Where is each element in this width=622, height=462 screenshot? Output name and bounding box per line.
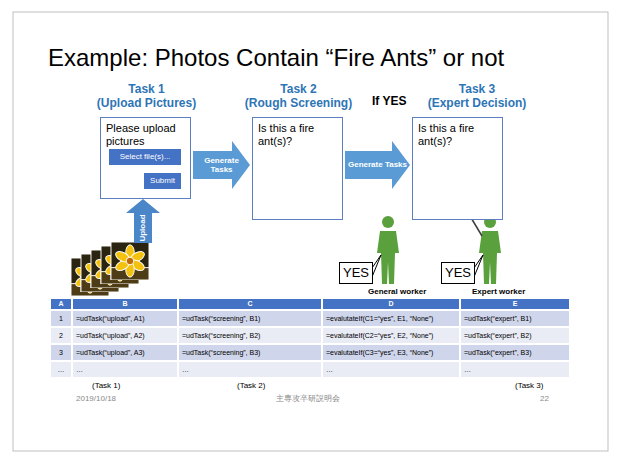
question-text: Is this a fire ant(s)? <box>413 118 502 148</box>
upload-label: Upload <box>138 214 148 241</box>
yes-callout: YES <box>441 262 475 284</box>
column-note: (Task 2) <box>237 381 265 390</box>
role-label: Expert worker <box>472 287 525 296</box>
table-cell: 1 <box>50 310 72 327</box>
arrow-outline <box>126 199 160 243</box>
table-header-cell: C <box>178 298 322 310</box>
button-label: Select file(s)... <box>109 149 181 165</box>
table-cell: … <box>178 361 322 378</box>
task-box: Task 3(Expert Decision)Is this a fire an… <box>412 117 503 220</box>
table-header-cell: A <box>50 298 72 310</box>
column-note: (Task 3) <box>515 381 543 390</box>
prompt-text: Please upload pictures <box>101 118 190 148</box>
footer-date: 2019/10/18 <box>76 394 116 403</box>
submit-button: Submit <box>144 173 181 189</box>
task-heading: Task 1 <box>81 82 212 96</box>
task-heading: (Rough Screening) <box>241 96 356 110</box>
table-header-cell: D <box>322 298 460 310</box>
table-cell: =udTask(“expert”, B3) <box>460 344 570 361</box>
task-heading: Task 2 <box>241 82 356 96</box>
task-box: Task 1(Upload Pictures)Please upload pic… <box>100 117 191 199</box>
question-text: Is this a fire ant(s)? <box>253 118 342 148</box>
table-cell: =udTask(“upload”, A1) <box>72 310 178 327</box>
arrow-label: Generate Tasks <box>348 160 407 169</box>
table-cell: … <box>322 361 460 378</box>
column-note: (Task 1) <box>92 381 120 390</box>
photo-stack <box>71 242 149 296</box>
table-cell: =udTask(“screening”, B1) <box>178 310 322 327</box>
table-cell: … <box>72 361 178 378</box>
generate-tasks-arrow <box>193 141 250 189</box>
general-worker-figure <box>377 216 399 284</box>
button-label: Submit <box>144 173 181 189</box>
yes-callout: YES <box>339 262 373 284</box>
arrow-label: Generate Tasks <box>196 156 247 174</box>
table-cell: =udTask(“upload”, A3) <box>72 344 178 361</box>
slide-title: Example: Photos Contain “Fire Ants” or n… <box>48 44 504 72</box>
table-cell: … <box>460 361 570 378</box>
callout-tail <box>372 255 381 277</box>
generate-tasks-arrow <box>345 141 410 189</box>
callout-tail <box>474 255 483 277</box>
table-cell: =evalutateIf(C3=“yes”, E3, “None”) <box>322 344 460 361</box>
table-cell: … <box>50 361 72 378</box>
role-label: General worker <box>368 287 426 296</box>
page-number: 22 <box>540 394 549 403</box>
select-button: Select file(s)... <box>109 149 181 165</box>
task-heading: (Upload Pictures) <box>81 96 212 110</box>
table-cell: =evalutateIf(C2=“yes”, E2, “None”) <box>322 327 460 344</box>
task-heading: Task 3 <box>421 82 533 96</box>
answer-text: YES <box>442 263 474 283</box>
footer-event: 主専攻卒研説明会 <box>276 394 340 403</box>
task-box: Task 2(Rough Screening)Is this a fire an… <box>252 117 343 220</box>
table-cell: =udTask(“screening”, B2) <box>178 327 322 344</box>
upload-arrow: Upload <box>126 199 160 243</box>
condition-label: If YES <box>372 95 406 109</box>
task-heading: (Expert Decision) <box>421 96 533 110</box>
table-cell: =udTask(“upload”, A2) <box>72 327 178 344</box>
table-header-cell: E <box>460 298 570 310</box>
table-header-cell: B <box>72 298 178 310</box>
table-cell: =udTask(“expert”, B1) <box>460 310 570 327</box>
slide-frame <box>13 12 608 451</box>
table-cell: =udTask(“screening”, B3) <box>178 344 322 361</box>
table-cell: =udTask(“expert”, B2) <box>460 327 570 344</box>
answer-text: YES <box>340 263 372 283</box>
table-cell: 3 <box>50 344 72 361</box>
table-cell: =evalutateIf(C1=“yes”, E1, “None”) <box>322 310 460 327</box>
table-cell: 2 <box>50 327 72 344</box>
